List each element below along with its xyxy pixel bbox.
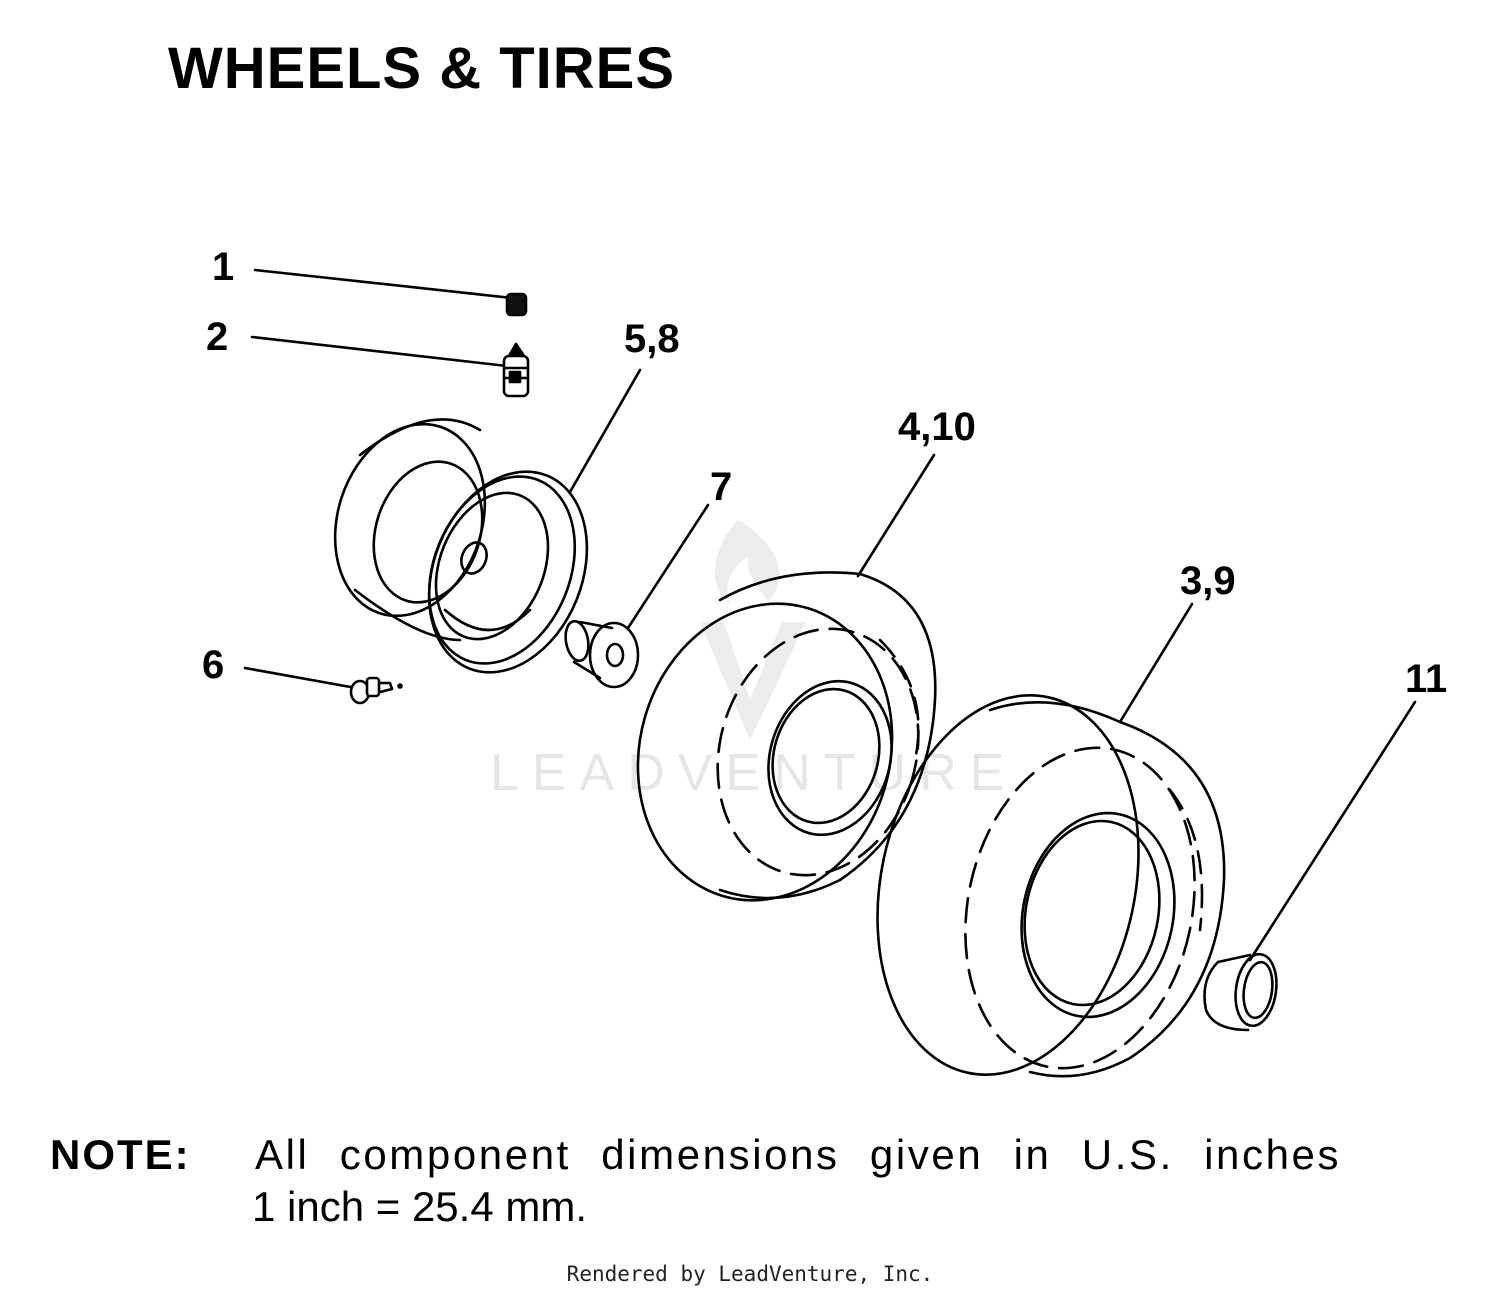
leader-line-7: [626, 503, 710, 630]
note-text-line-1: All component dimensions given in U.S. i…: [255, 1131, 1342, 1178]
valve-stem-part: [502, 342, 530, 398]
rear-tire-part: [876, 694, 1226, 1078]
callout-4-10: 4,10: [898, 405, 976, 449]
front-tire-part: [636, 571, 937, 902]
note-text-line-2: 1 inch = 25.4 mm.: [252, 1183, 587, 1230]
callout-5-8: 5,8: [624, 317, 680, 361]
watermark-text: LEADVENTURE: [490, 744, 1017, 802]
valve-cap-part: [505, 292, 528, 317]
leader-line-3-9: [1118, 602, 1194, 724]
leader-line-5-8: [568, 368, 642, 494]
callout-3-9: 3,9: [1180, 559, 1236, 603]
note-label: NOTE:: [50, 1131, 191, 1178]
grease-fitting-part: [349, 676, 403, 705]
leader-line-11: [1248, 700, 1417, 962]
leader-line-4-10: [856, 453, 936, 578]
bushing-part: [564, 619, 640, 689]
wheel-rim-part: [333, 418, 589, 674]
callout-7: 7: [710, 465, 732, 509]
callout-2: 2: [206, 315, 228, 359]
tire-bushing-part: [1203, 952, 1278, 1032]
leader-line-2: [250, 335, 509, 368]
leader-line-1: [253, 268, 514, 300]
callout-11: 11: [1405, 657, 1447, 701]
callout-1: 1: [212, 245, 234, 289]
leader-line-6: [243, 666, 358, 690]
callout-6: 6: [202, 643, 224, 687]
page-title: WHEELS & TIRES: [168, 36, 676, 101]
watermark: LEADVENTURE: [490, 520, 1017, 802]
footer-credit: Rendered by LeadVenture, Inc.: [566, 1262, 934, 1286]
